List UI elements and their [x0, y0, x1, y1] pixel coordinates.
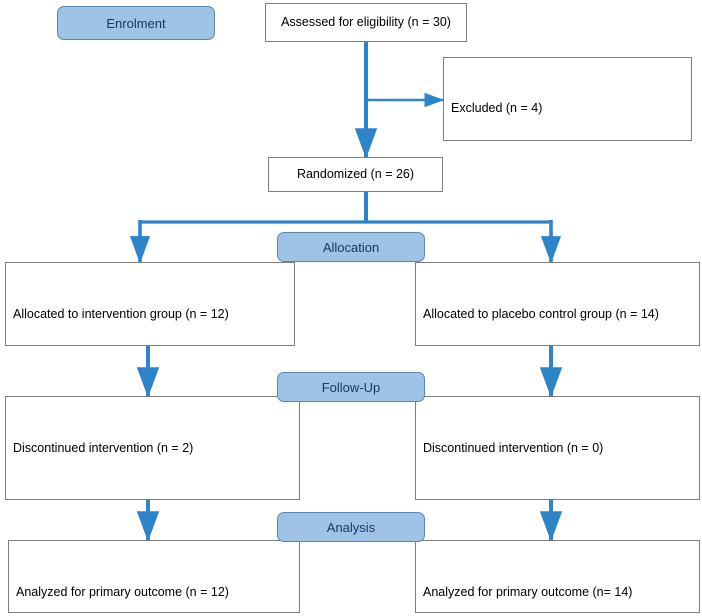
box-allocation-intervention: Allocated to intervention group (n = 12)… [5, 262, 295, 346]
stage-label-analysis: Analysis [277, 512, 425, 542]
randomized-text: Randomized (n = 26) [296, 167, 415, 181]
stage-label-allocation-text: Allocation [322, 239, 380, 255]
allocation-control-line-1: Allocated to placebo control group (n = … [423, 307, 659, 321]
analysis-intervention-line-1: Analyzed for primary outcome (n = 12) [16, 585, 229, 599]
box-analysis-intervention: Analyzed for primary outcome (n = 12) Ex… [8, 540, 300, 613]
box-allocation-control: Allocated to placebo control group (n = … [415, 262, 700, 346]
excluded-heading: Excluded (n = 4) [451, 101, 543, 115]
stage-label-analysis-text: Analysis [326, 519, 376, 535]
followup-control-line-1: Discontinued intervention (n = 0) [423, 441, 604, 455]
stage-label-enrolment: Enrolment [57, 6, 215, 40]
assessed-for-eligibility-text: Assessed for eligibility (n = 30) [281, 15, 451, 29]
stage-label-enrolment-text: Enrolment [106, 15, 166, 31]
box-assessed-for-eligibility: Assessed for eligibility (n = 30) [265, 3, 467, 42]
box-followup-intervention: Discontinued intervention (n = 2) Lost t… [5, 396, 300, 500]
box-followup-control: Discontinued intervention (n = 0) Lost t… [415, 396, 700, 500]
allocation-intervention-line-1: Allocated to intervention group (n = 12) [13, 307, 229, 321]
followup-intervention-line-1: Discontinued intervention (n = 2) [13, 441, 194, 455]
stage-label-followup: Follow-Up [277, 372, 425, 402]
analysis-control-line-1: Analyzed for primary outcome (n= 14) [423, 585, 633, 599]
box-excluded: Excluded (n = 4) Not meeting inclusion c… [443, 57, 692, 141]
stage-label-allocation: Allocation [277, 232, 425, 262]
stage-label-followup-text: Follow-Up [321, 379, 381, 395]
box-analysis-control: Analyzed for primary outcome (n= 14) Exc… [415, 540, 700, 613]
box-randomized: Randomized (n = 26) [268, 157, 443, 192]
